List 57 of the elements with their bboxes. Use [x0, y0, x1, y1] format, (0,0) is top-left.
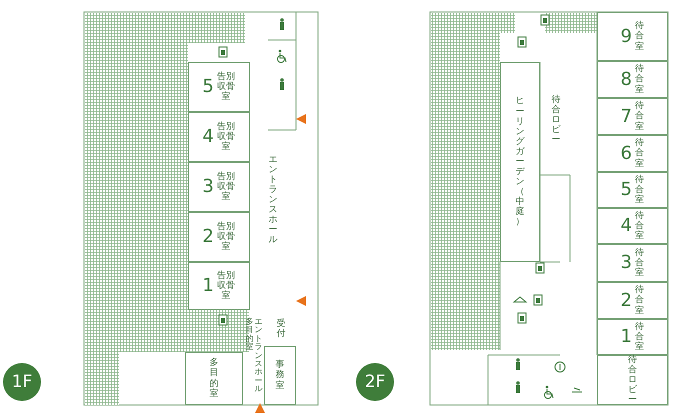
room-number: 9 [620, 28, 632, 46]
room-number: 2 [620, 292, 632, 310]
room-name: 待合室 [635, 322, 644, 352]
room [188, 162, 250, 212]
room-number: 5 [620, 181, 632, 199]
room [188, 212, 250, 262]
room-name: 告別収骨室 [216, 172, 236, 202]
room-name: 待合室 [635, 248, 644, 278]
room [185, 352, 243, 405]
floor-badge: 1F [3, 363, 41, 401]
room-name: 告別収骨室 [216, 270, 236, 302]
room-name: 多目的室 [245, 318, 254, 352]
room-name: 告別収骨室 [216, 72, 236, 102]
room-name: 待合室 [635, 285, 644, 316]
room-name: 待合ロビー [551, 94, 561, 146]
room-number: 1 [202, 277, 214, 295]
room [597, 244, 668, 282]
room-number: 3 [202, 178, 214, 196]
room [597, 355, 668, 405]
room [188, 112, 250, 162]
room-name: 告別収骨室 [216, 122, 236, 152]
room-number: 3 [620, 254, 632, 272]
room [597, 135, 668, 172]
room-number: 8 [620, 70, 632, 88]
room-number: 2 [202, 228, 214, 246]
room-name: エントランスホール [268, 154, 278, 246]
room-number: 7 [620, 108, 632, 126]
room-name: 告別収骨室 [216, 222, 236, 252]
room [188, 62, 250, 112]
room [597, 98, 668, 135]
room-name: ヒーリングガーデン（中庭） [515, 96, 525, 228]
room [597, 282, 668, 319]
room-name: 待合室 [635, 138, 644, 169]
floor-badge: 2F [356, 363, 394, 401]
room [597, 61, 668, 98]
room [597, 12, 668, 61]
room-number: 5 [202, 78, 214, 96]
room-name: 待合室 [635, 174, 644, 206]
room-name: 待合ロビー [628, 354, 638, 406]
room [597, 208, 668, 244]
room-name: エントランスホール [254, 318, 263, 394]
room [597, 319, 668, 355]
room [500, 62, 540, 262]
room-number: 1 [620, 328, 632, 346]
room-number: 6 [620, 144, 632, 162]
room-name: 待合室 [635, 210, 644, 242]
room-name: 事務室 [275, 360, 285, 391]
room-name: 待合室 [635, 64, 644, 95]
room-name: 受付 [276, 318, 286, 340]
room-name: 多目的室 [209, 358, 219, 399]
room-number: 4 [620, 217, 632, 235]
room-name: 待合室 [635, 101, 644, 132]
room-name: 待合室 [635, 21, 644, 52]
room [597, 172, 668, 208]
room [264, 346, 296, 405]
room-number: 4 [202, 128, 214, 146]
room [188, 262, 250, 310]
